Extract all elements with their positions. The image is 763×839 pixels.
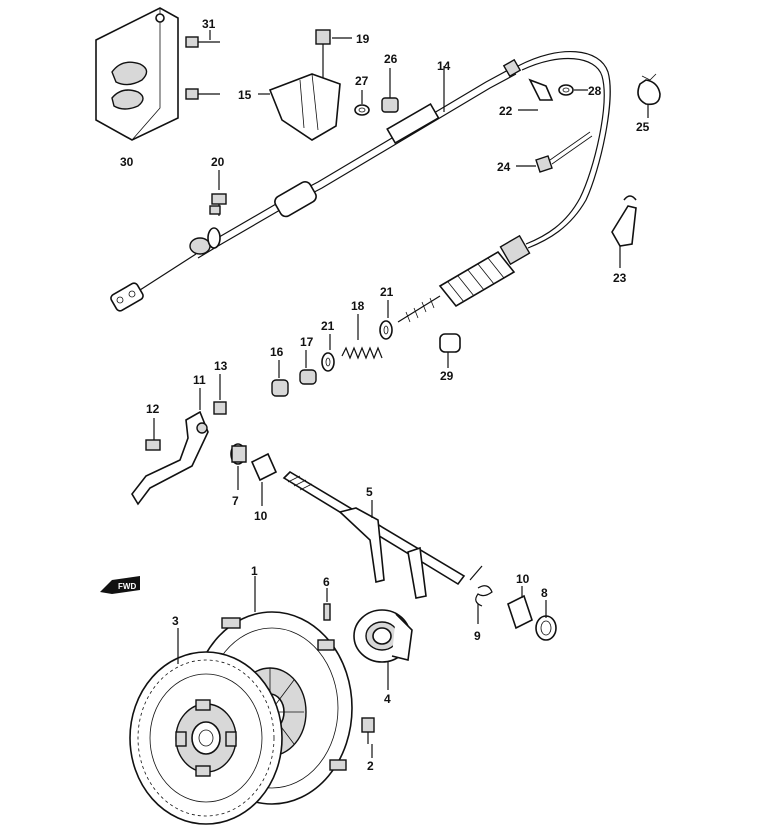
part-24-cable-tie <box>516 131 593 173</box>
callout-20: 20 <box>211 155 225 169</box>
callout-19: 19 <box>356 32 370 46</box>
callout-1: 1 <box>251 564 258 578</box>
part-12-bolt <box>145 418 161 451</box>
fwd-label: FWD <box>118 582 136 591</box>
part-15-bracket <box>258 73 341 141</box>
part-21-washer-upper <box>379 300 393 340</box>
part-25-clamp <box>637 73 661 118</box>
callout-24: 24 <box>497 160 511 174</box>
callout-26: 26 <box>384 52 398 66</box>
part-28-washer <box>558 84 588 96</box>
part-30-bracket <box>95 7 179 141</box>
part-4-release-bearing <box>353 609 413 690</box>
part-21-washer-lower <box>321 334 335 372</box>
part-22-clip <box>518 78 554 111</box>
part-23-bracket <box>611 195 637 268</box>
part-3-clutch-disc <box>129 628 283 825</box>
callout-8: 8 <box>541 586 548 600</box>
part-7-bushing <box>230 443 247 490</box>
part-19-bolt <box>315 29 352 78</box>
cable-end-boot <box>397 234 531 323</box>
part-31-bolts <box>185 30 220 100</box>
callout-23: 23 <box>613 271 627 285</box>
callout-5: 5 <box>366 485 373 499</box>
part-20-bolt <box>209 170 227 216</box>
part-29-bushing <box>439 333 461 368</box>
part-2-bolt <box>361 717 375 758</box>
callout-labels: 1 2 3 4 5 6 7 8 9 10 10 11 12 13 14 15 1… <box>120 17 650 773</box>
callout-7: 7 <box>232 494 239 508</box>
callout-21-upper: 21 <box>380 285 394 299</box>
part-6-pin <box>323 588 331 621</box>
part-9-spring <box>469 565 493 624</box>
callout-30: 30 <box>120 155 134 169</box>
part-11-release-lever <box>131 388 209 506</box>
callout-29: 29 <box>440 369 454 383</box>
callout-27: 27 <box>355 74 369 88</box>
callout-21-lower: 21 <box>321 319 335 333</box>
part-10-bushing-left <box>250 452 278 506</box>
callout-25: 25 <box>636 120 650 134</box>
part-5-release-shaft <box>282 470 466 599</box>
fwd-arrow-icon: FWD <box>100 576 140 594</box>
callout-2: 2 <box>367 759 374 773</box>
part-18-spring <box>341 314 383 360</box>
part-17-bushing <box>299 350 317 385</box>
part-8-bushing <box>535 600 557 641</box>
part-13-nut <box>213 374 227 415</box>
callout-14: 14 <box>437 59 451 73</box>
callout-28: 28 <box>588 84 602 98</box>
callout-6: 6 <box>323 575 330 589</box>
callout-13: 13 <box>214 359 228 373</box>
callout-10-left: 10 <box>254 509 268 523</box>
part-10-bushing-right <box>507 586 533 630</box>
callout-18: 18 <box>351 299 365 313</box>
callout-9: 9 <box>474 629 481 643</box>
part-27-washer <box>354 90 370 116</box>
callout-16: 16 <box>270 345 284 359</box>
callout-22: 22 <box>499 104 513 118</box>
callout-11: 11 <box>193 373 206 387</box>
callout-15: 15 <box>238 88 252 102</box>
part-14-clutch-cable <box>110 50 611 312</box>
part-26-nut <box>381 68 399 113</box>
part-16-bushing <box>271 360 289 397</box>
callout-31: 31 <box>202 17 216 31</box>
callout-4: 4 <box>384 692 391 706</box>
callout-10-right: 10 <box>516 572 530 586</box>
callout-12: 12 <box>146 402 160 416</box>
callout-17: 17 <box>300 335 314 349</box>
callout-3: 3 <box>172 614 179 628</box>
